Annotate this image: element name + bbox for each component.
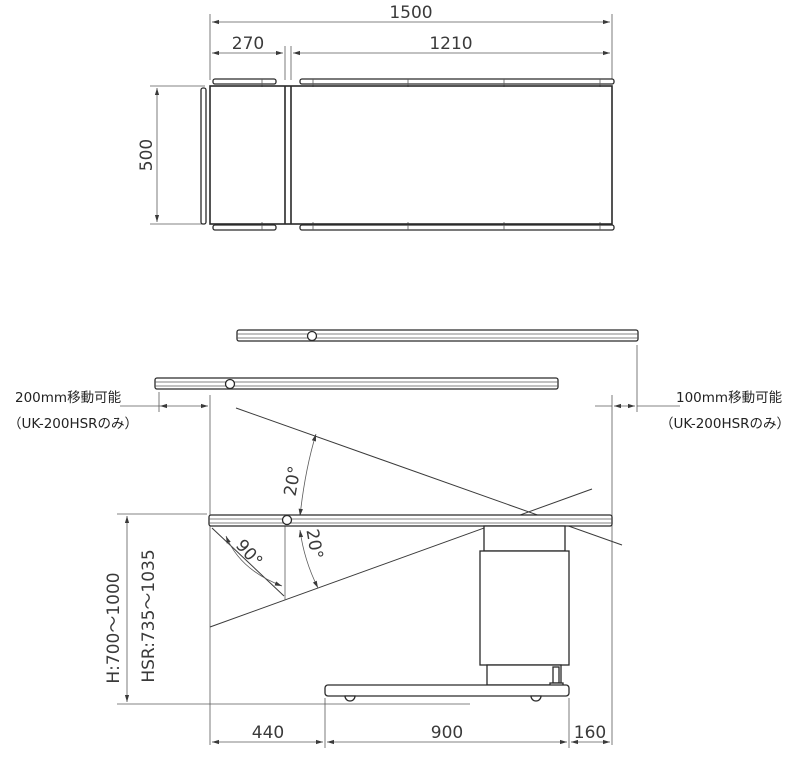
- table-top-plan: [209, 85, 613, 225]
- height-range: H:700～1000: [104, 572, 124, 683]
- tabletop-shift-left: [154, 377, 559, 390]
- lift-column: [479, 525, 570, 686]
- height-range-hsr: HSR:735～1035: [139, 549, 159, 682]
- tabletop-shift-right: [236, 329, 639, 342]
- bottom-dim-left: 440: [252, 723, 284, 743]
- side-view: 200mm移動可能 （UK-200HSRのみ） 100mm移動可能 （UK-20…: [8, 329, 790, 748]
- base: [324, 684, 570, 702]
- dim-body-section: 1210: [429, 34, 472, 54]
- left-shift-note: 200mm移動可能: [15, 390, 121, 406]
- dim-width: 500: [137, 139, 157, 171]
- dim-overall-length: 1500: [389, 3, 432, 23]
- tilt-angle-upper: 20°: [281, 465, 306, 498]
- tilt-line-head-up: [209, 488, 593, 628]
- right-shift-model-note: （UK-200HSRのみ）: [660, 416, 790, 432]
- bottom-dim-middle: 900: [431, 723, 463, 743]
- bottom-dim-right: 160: [574, 723, 606, 743]
- top-view: 1500 270 1210 500: [137, 3, 615, 231]
- head-angle: 90°: [231, 536, 266, 572]
- tabletop-main: [208, 514, 613, 527]
- left-shift-model-note: （UK-200HSRのみ）: [8, 416, 138, 432]
- dim-head-section: 270: [232, 34, 264, 54]
- right-shift-note: 100mm移動可能: [676, 390, 782, 406]
